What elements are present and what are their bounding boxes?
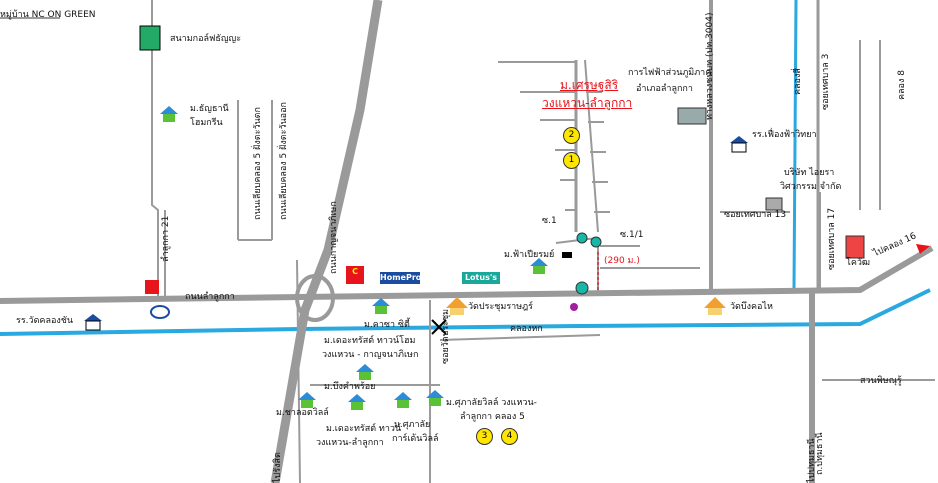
label-pea-2: อำเภอลำลูกกา <box>636 84 693 94</box>
canal-khlong-hok <box>0 288 931 336</box>
label-trust-2: วงแหวน - กาญจนาภิเษก <box>322 350 419 360</box>
label-tha-1: ซ.1 <box>542 216 557 226</box>
temple-icon <box>845 235 865 259</box>
label-thanya: ม.ธัญธานี <box>190 104 229 114</box>
label-golf: สนามกอล์ฟธัญญะ <box>170 34 242 44</box>
railway-icon <box>562 252 572 258</box>
house-icon <box>356 364 374 380</box>
label-pathum-thani: ไปปทุมธานี <box>807 438 817 483</box>
label-soi-17: ซอยเทศบาล 17 <box>827 207 837 270</box>
label-wat-sign: โควัฒ <box>846 258 871 268</box>
pin-start <box>575 281 589 295</box>
label-wat-khlong: รร.วัดคลองชัน <box>16 316 74 326</box>
seven-eleven-icon <box>145 280 159 294</box>
pin-entrance-1-1 <box>590 236 602 248</box>
big-c-logo: C <box>346 266 364 284</box>
label-fafiang: ม.ฟ้าเปียรมย์ <box>504 250 555 260</box>
marker-2: 2 <box>563 127 580 144</box>
label-soi-21: ลำลูกกา 21 <box>161 215 171 262</box>
pin-entrance-1 <box>576 232 588 244</box>
label-soi-5-b: ถนนเลียบคลอง 5 ฝั่งตะวันออก <box>279 102 289 220</box>
label-road-3004: ทางหลวงชนบท (ปท.3004) <box>705 12 715 120</box>
label-wat-bang: วัดบึงคอไห <box>730 302 773 312</box>
label-pea: การไฟฟ้าส่วนภูมิภาค <box>628 68 712 78</box>
marker-1: 1 <box>563 152 580 169</box>
school-icon <box>730 136 748 153</box>
label-khlong-3: ซอยเทศบาล 3 <box>821 53 831 110</box>
label-suan: สวนพิษณุรู้ <box>860 376 902 386</box>
label-khlong-4: คลองสี่ <box>793 68 803 95</box>
marker-3: 3 <box>476 428 493 445</box>
house-icon <box>394 392 412 408</box>
label-nc-on-green: หมู่บ้าน NC ON GREEN <box>0 10 96 20</box>
road-kanchanaphisek <box>270 0 383 483</box>
temple-roof-icon <box>704 297 726 315</box>
label-road-lam-luk-ka: ถนนลำลูกกา <box>185 292 235 302</box>
label-wongwaen: วงแหวน-ลำลูกกา <box>542 96 633 110</box>
house-icon <box>298 392 316 408</box>
label-khlong-8: คลอง 8 <box>897 70 907 100</box>
label-trust: ม.เดอะทรัสต์ ทาวน์โฮม <box>324 336 416 346</box>
label-supalai-ville: ม.ศุภาลัยวิลล์ วงแหวน- <box>446 398 537 408</box>
temple-roof-icon <box>446 297 468 315</box>
label-distance: (290 ม.) <box>604 256 640 266</box>
label-tha-1-1: ซ.1/1 <box>620 230 644 240</box>
house-icon <box>348 394 366 410</box>
label-soi-5-a: ถนนเลียบคลอง 5 ฝั่งตะวันตก <box>253 107 263 220</box>
label-company: บริษัท ไอยรา <box>784 168 835 178</box>
canal-north-south <box>792 0 798 289</box>
label-supalai-2: การ์เด้นวิลล์ <box>392 434 439 444</box>
label-company-2: วิศวกรรม จำกัด <box>780 182 842 192</box>
label-kanchanaphisek: ถนนกาญจนาภิเษก <box>329 201 339 274</box>
landmark-red-pin <box>570 303 578 311</box>
homepro-logo: HomePro <box>380 272 422 284</box>
label-chalot: ม.ชาลอตวิลล์ <box>276 408 329 418</box>
label-supalai-ville-2: ลำลูกกา คลอง 5 <box>460 412 525 422</box>
house-icon <box>372 298 390 314</box>
traffic-light-icon <box>431 319 447 335</box>
label-soi-13: ซอยเทศบาล 13 <box>724 210 787 220</box>
label-wat-prachum: วัดประชุมราษฎร์ <box>468 302 534 312</box>
label-trust-town-2: วงแหวน-ลำลูกกา <box>316 438 384 448</box>
label-supalai: ม.ศุภาลัย <box>394 420 431 430</box>
esso-icon <box>150 305 170 319</box>
label-home-green: โฮมกรีน <box>190 118 223 128</box>
golf-course-icon <box>139 25 161 51</box>
label-trust-town: ม.เดอะทรัสต์ ทาวน์ <box>326 424 402 434</box>
lotus-logo: Lotus's <box>462 272 500 284</box>
house-icon <box>530 258 548 274</box>
house-icon <box>426 390 444 406</box>
arrow-east <box>916 244 930 254</box>
pea-office-icon <box>677 107 707 125</box>
label-bueng: ม.บึงคำพร้อย <box>324 382 376 392</box>
marker-4: 4 <box>501 428 518 445</box>
label-rangsit: ไปรังสิต <box>273 452 283 483</box>
label-school-pheung: รร.เฟื่องฟ้าวิทยา <box>752 130 817 140</box>
school-icon <box>84 314 102 331</box>
label-casa: ม.คาซา ซิตี้ <box>364 320 410 330</box>
label-soi-wat: ซอยวัดประชุม <box>441 308 451 364</box>
label-sirisiri: ม.เศรษฐสิริ <box>560 78 619 92</box>
factory-icon <box>765 197 783 211</box>
house-icon <box>160 106 178 122</box>
label-khlong-hok: คลองหก <box>510 324 543 334</box>
